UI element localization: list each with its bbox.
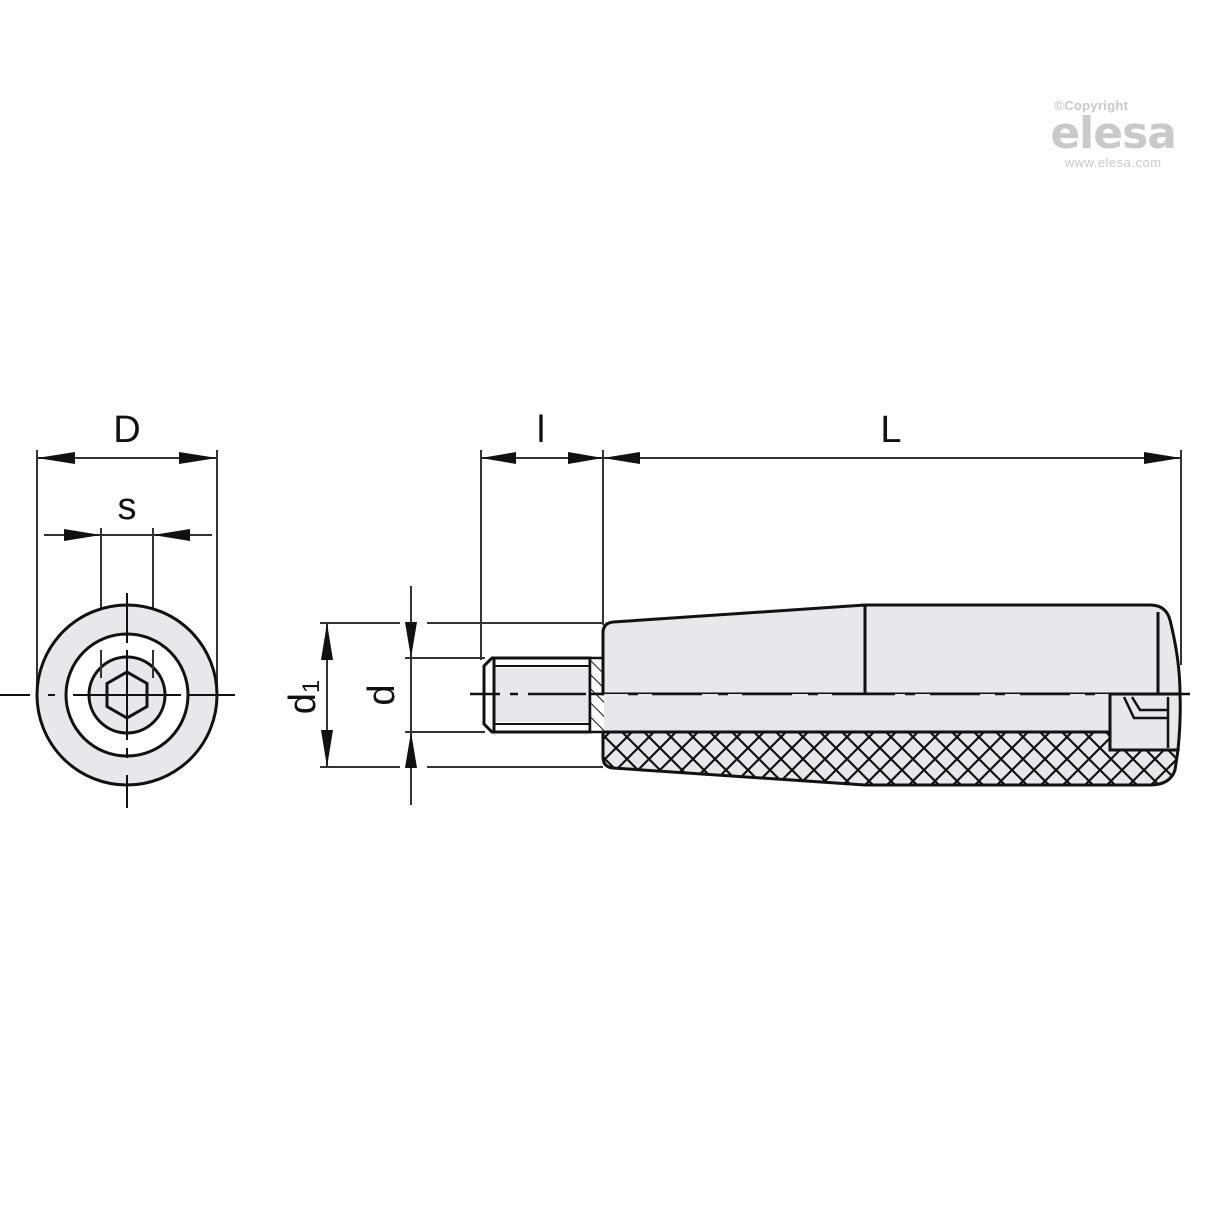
- arrow-left-icon: [481, 452, 516, 464]
- arrow-left-icon: [153, 529, 190, 541]
- copyright-text: ©Copyright: [1054, 98, 1129, 113]
- website-url: www.elesa.com: [1064, 155, 1162, 170]
- arrow-right-icon: [64, 529, 101, 541]
- side-view: l L d1 d: [282, 409, 1190, 805]
- knurled-grip-section: [601, 730, 1180, 787]
- arrow-down-icon: [321, 730, 333, 767]
- dim-label-l: l: [537, 409, 545, 451]
- svg-text:d: d: [361, 684, 403, 705]
- arrow-right-icon: [179, 452, 217, 464]
- arrow-left-icon: [603, 452, 640, 464]
- dim-label-s: s: [118, 486, 137, 528]
- arrow-right-icon: [1144, 452, 1181, 464]
- svg-text:d1: d1: [282, 680, 325, 715]
- arrow-up-icon: [405, 732, 417, 768]
- dim-label-d: d: [361, 684, 403, 705]
- end-cap-section: [1108, 692, 1182, 752]
- dim-label-d1: d1: [282, 680, 325, 715]
- dim-label-L: L: [880, 409, 901, 451]
- end-view: D s: [0, 409, 235, 808]
- arrow-up-icon: [321, 623, 333, 660]
- arrow-down-icon: [405, 622, 417, 658]
- arrow-left-icon: [37, 452, 75, 464]
- elesa-logo: elesa: [1050, 108, 1177, 159]
- elesa-watermark: ©Copyright elesa www.elesa.com: [1050, 98, 1177, 170]
- dim-label-D: D: [113, 409, 140, 451]
- handle-body-upper: [601, 603, 1182, 696]
- arrow-right-icon: [568, 452, 603, 464]
